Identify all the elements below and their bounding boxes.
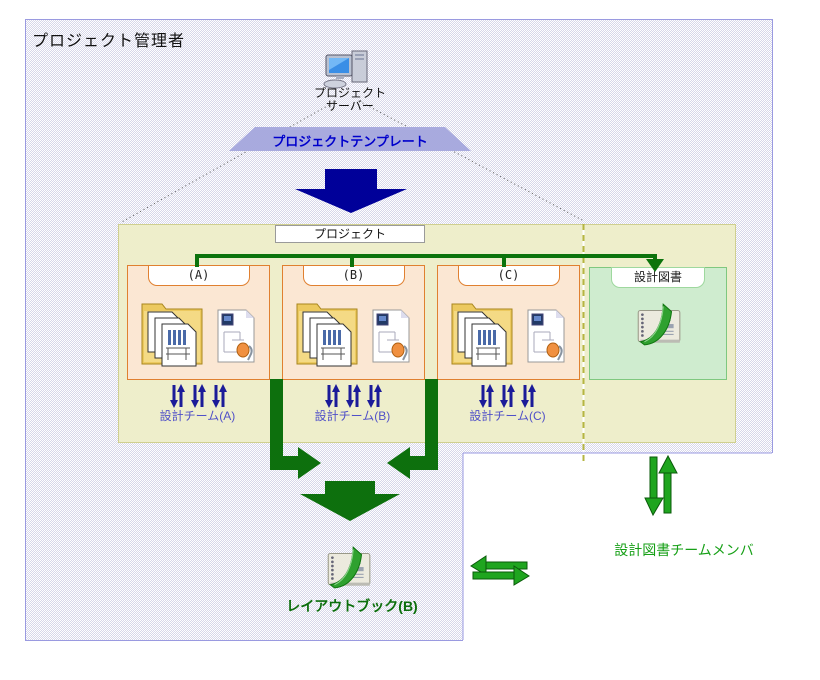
team-box-a-tab: (A) bbox=[147, 265, 250, 286]
layout-book-icon bbox=[322, 541, 374, 591]
folder-documents-icon bbox=[450, 296, 516, 368]
sync-arrows-icon bbox=[212, 384, 227, 408]
sync-arrows-icon bbox=[500, 384, 515, 408]
server-label-line2: サーバー bbox=[326, 99, 374, 113]
team-b-label: 設計チーム(B) bbox=[314, 409, 391, 423]
server-label-line1: プロジェクト bbox=[313, 86, 386, 100]
team-box-b: (B) bbox=[282, 265, 425, 380]
team-c-sync-icons bbox=[474, 383, 540, 409]
page-title: プロジェクト管理者 bbox=[32, 33, 186, 50]
sync-arrows-icon bbox=[346, 384, 361, 408]
team-box-c: (C) bbox=[437, 265, 580, 380]
team-c-label: 設計チーム(C) bbox=[469, 409, 546, 423]
sync-arrows-icon bbox=[325, 384, 340, 408]
team-box-b-tab: (B) bbox=[302, 265, 405, 286]
team-box-c-tab: (C) bbox=[457, 265, 560, 286]
team-a-sync-icons bbox=[165, 383, 231, 409]
design-docs-tab: 設計図書 bbox=[611, 267, 705, 288]
drawing-file-icon bbox=[371, 308, 411, 364]
template-banner-label: プロジェクトテンプレート bbox=[272, 134, 428, 149]
computer-icon bbox=[322, 50, 374, 90]
sync-arrows-icon bbox=[479, 384, 494, 408]
drawing-file-icon bbox=[526, 308, 566, 364]
sync-arrows-icon bbox=[191, 384, 206, 408]
team-b-sync-icons bbox=[320, 383, 386, 409]
folder-documents-icon bbox=[295, 296, 361, 368]
folder-documents-icon bbox=[140, 296, 206, 368]
team-box-a: (A) bbox=[127, 265, 270, 380]
drawing-file-icon bbox=[216, 308, 256, 364]
team-a-label: 設計チーム(A) bbox=[159, 409, 236, 423]
layout-book-icon bbox=[632, 298, 684, 348]
design-docs-member-label: 設計図書チームメンバ bbox=[614, 542, 754, 558]
external-member-region bbox=[463, 453, 820, 680]
layout-book-label: レイアウトブック(B) bbox=[286, 598, 418, 614]
server-label: プロジェクト サーバー bbox=[290, 87, 410, 113]
sync-arrows-icon bbox=[170, 384, 185, 408]
sync-arrows-icon bbox=[521, 384, 536, 408]
project-label: プロジェクト bbox=[275, 225, 425, 243]
sync-arrows-icon bbox=[367, 384, 382, 408]
